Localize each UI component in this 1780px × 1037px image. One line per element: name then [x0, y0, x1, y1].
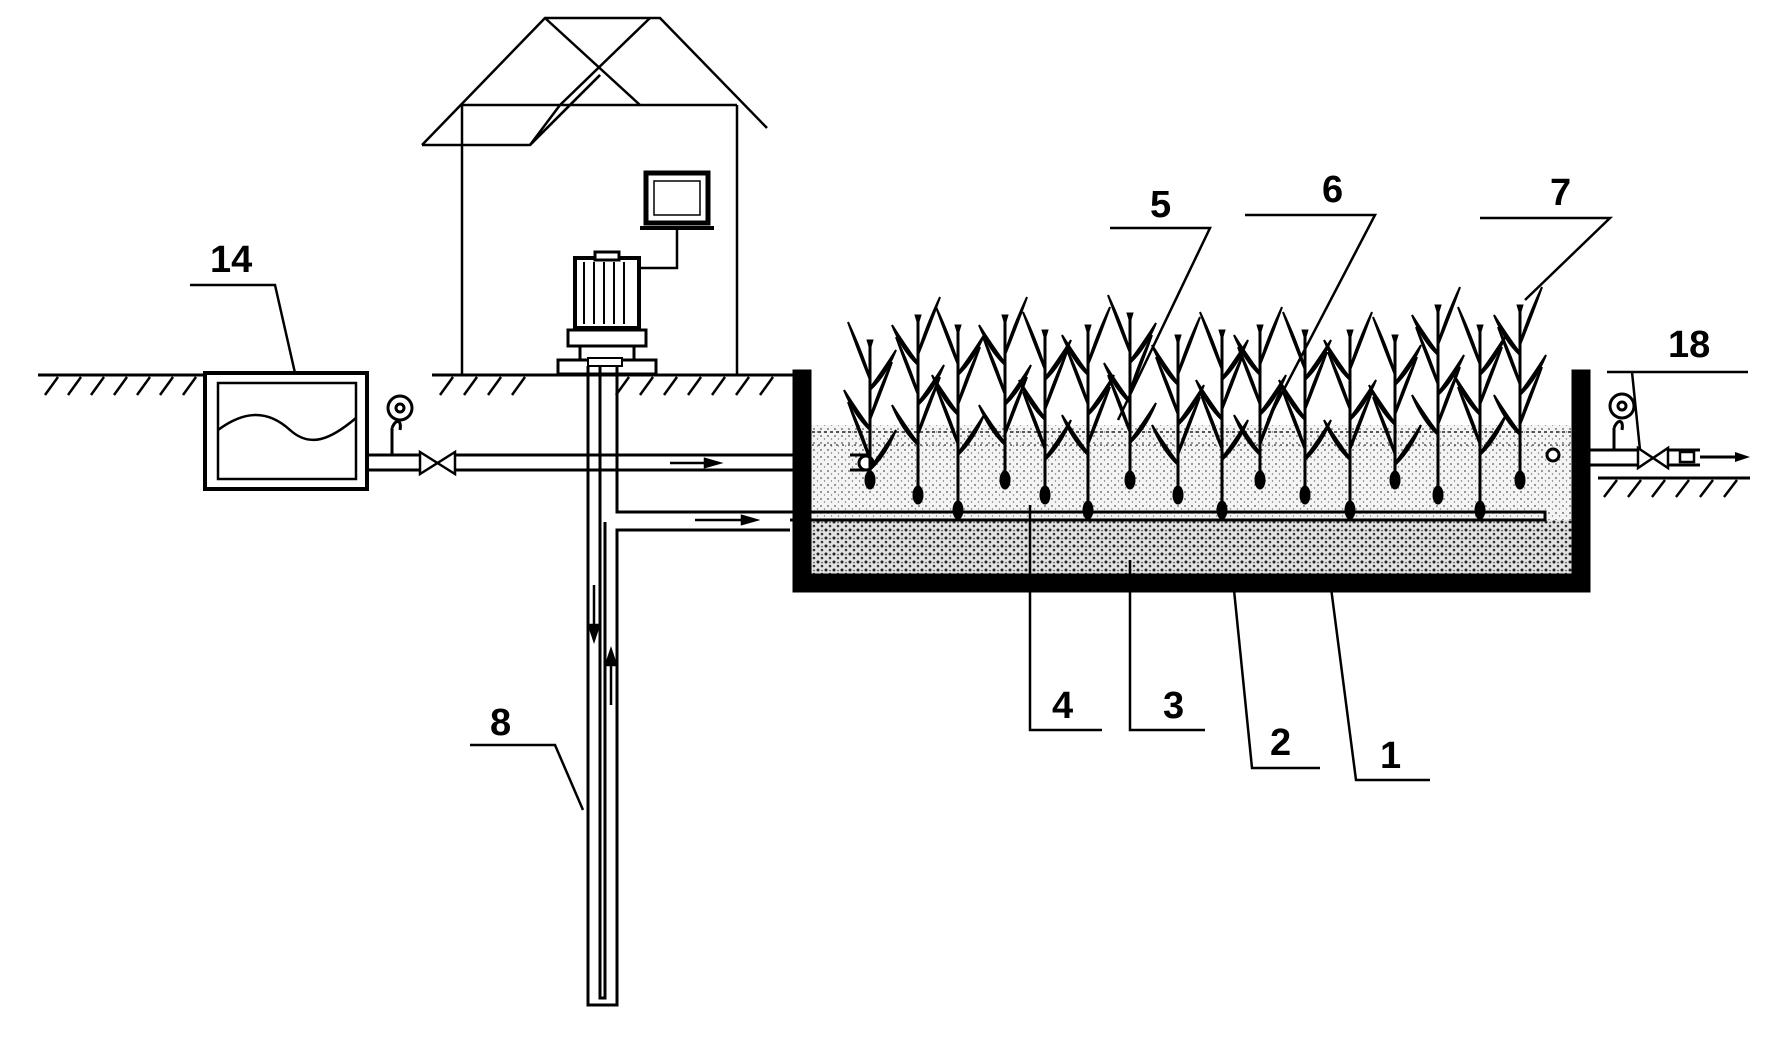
reed-plant-icon: [1061, 306, 1115, 520]
flow-meter-icon: [1608, 392, 1636, 431]
tank-14: [203, 371, 369, 491]
label-1: 1: [1380, 735, 1401, 777]
reed-plant-icon: [931, 306, 985, 520]
label-5: 5: [1150, 184, 1171, 226]
reed-plant-icon: [1278, 311, 1332, 505]
label-14: 14: [210, 239, 252, 281]
reed-plant-icon: [1018, 311, 1072, 505]
reed-plant-icon: [1411, 286, 1465, 505]
wetland-walls: [792, 369, 1591, 593]
label-7: 7: [1550, 172, 1571, 214]
reed-plant-icon: [843, 321, 897, 490]
arrow-icon: [1735, 452, 1750, 462]
reed-plant-icon: [1368, 316, 1422, 490]
reed-plant-icon: [978, 296, 1032, 490]
leader-lines: [190, 213, 1748, 811]
reed-plant-icon: [1195, 311, 1249, 520]
monitor-icon: [640, 170, 714, 270]
reed-plant-icon: [1151, 316, 1205, 505]
ground-hatching: [43, 376, 1738, 498]
label-3: 3: [1163, 685, 1184, 727]
reed-plants: [843, 286, 1547, 520]
house-icon: [421, 16, 768, 375]
valve-icon: [1636, 445, 1696, 471]
wetland-bed: [797, 425, 1587, 575]
flow-arrows-well: [587, 514, 761, 705]
reed-plant-icon: [1103, 294, 1157, 490]
flow-meter-icon: [386, 394, 414, 431]
valve-icon: [418, 449, 457, 477]
reed-plant-icon: [1453, 306, 1507, 520]
pump-motor-icon: [556, 250, 658, 376]
flow-arrow-inlet: [670, 457, 724, 469]
label-4: 4: [1052, 685, 1073, 727]
label-2: 2: [1270, 722, 1291, 764]
label-8: 8: [490, 702, 511, 744]
distribution-pipe: [790, 447, 1561, 522]
inlet-pipe: [367, 428, 848, 472]
reed-plant-icon: [891, 296, 945, 505]
reed-plant-icon: [1493, 286, 1547, 490]
label-18: 18: [1668, 324, 1710, 366]
well-pipe: [586, 366, 790, 1007]
label-6: 6: [1322, 169, 1343, 211]
